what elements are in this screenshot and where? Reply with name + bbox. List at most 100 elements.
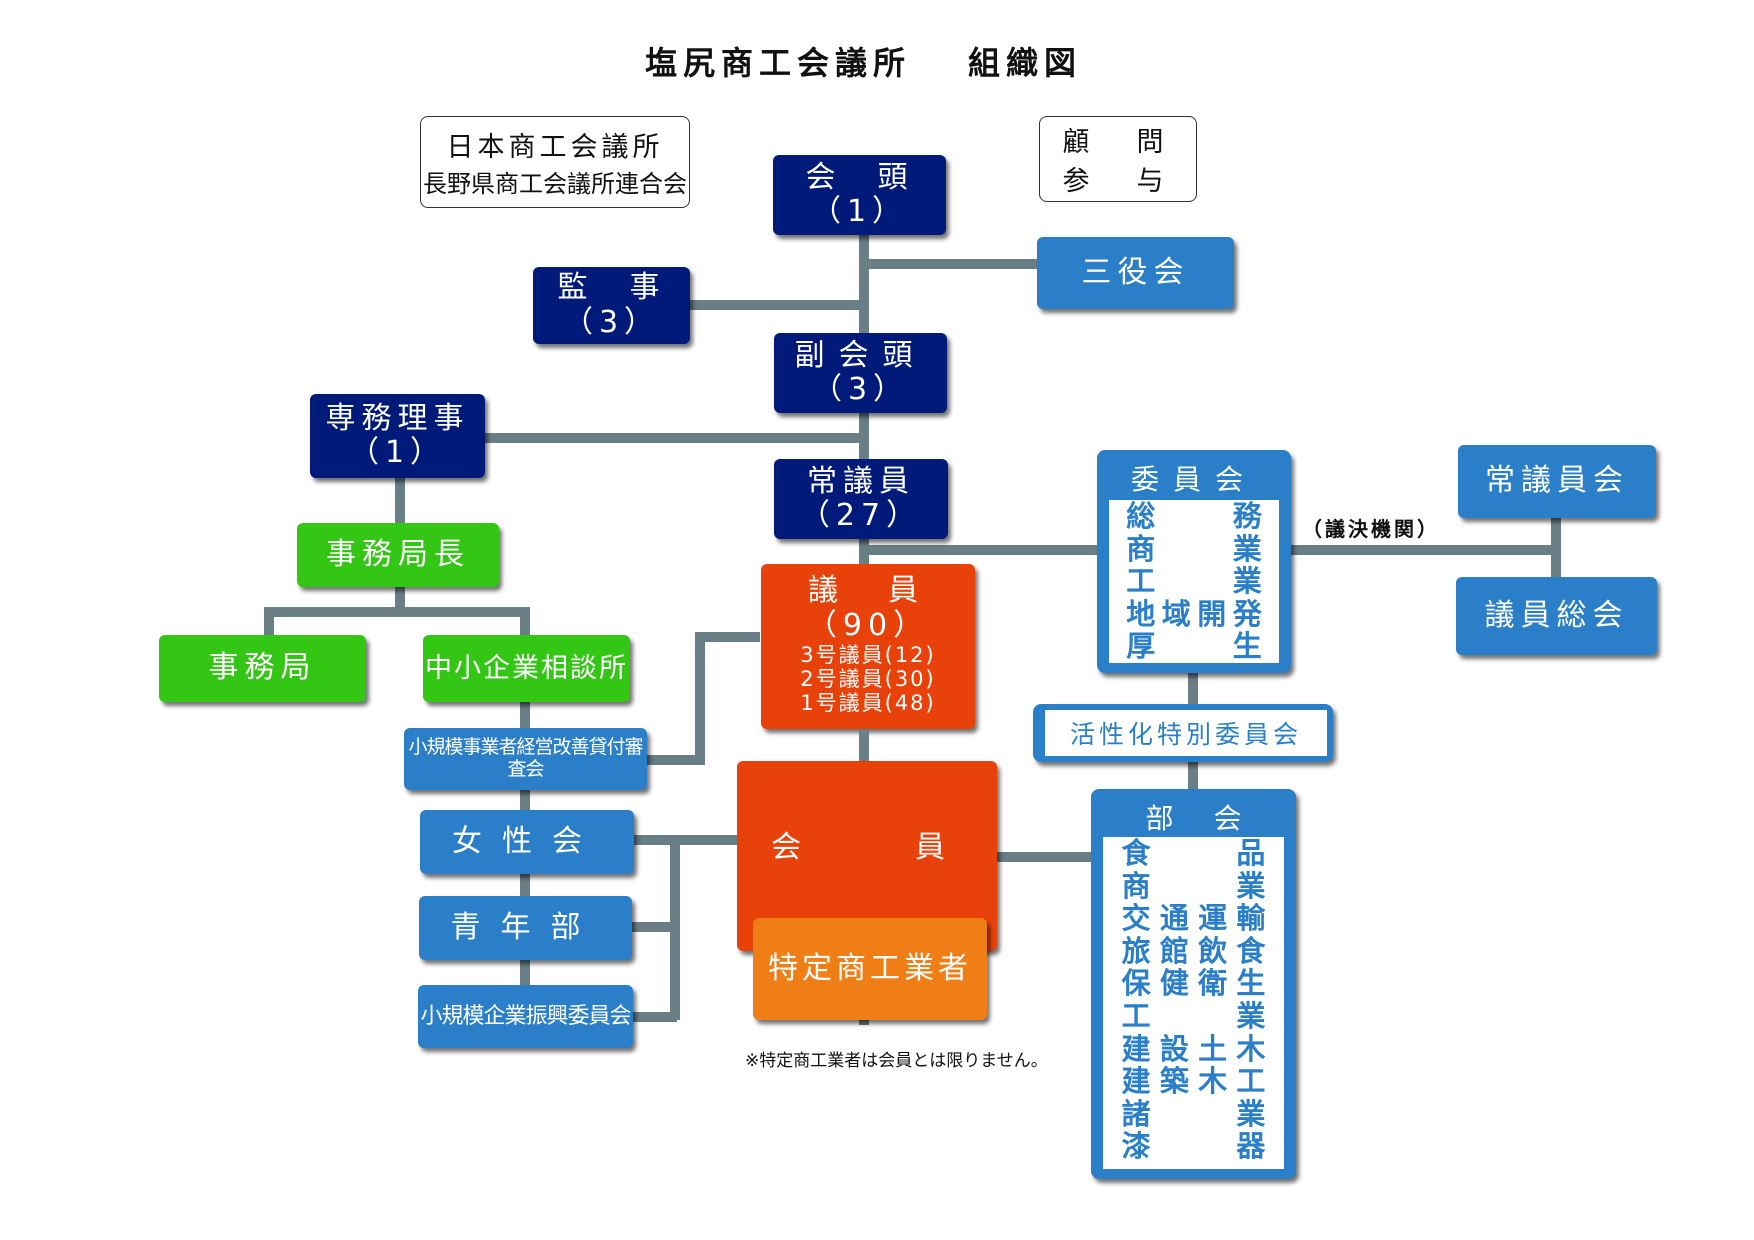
connector-branch-right	[520, 607, 530, 637]
committee-item-4-char-1	[1159, 630, 1195, 663]
section-item-3-char-3: 食	[1236, 933, 1266, 968]
section-item-5-char-0: 工	[1121, 998, 1151, 1033]
committees-list: 総務商業工業地域開発厚生	[1109, 500, 1279, 663]
committee-item-3-char-3: 発	[1232, 596, 1262, 631]
section-item-8-char-3: 業	[1236, 1096, 1266, 1131]
sme-consultation-box[interactable]: 中小企業相談所	[423, 635, 630, 702]
committee-item-3-char-1: 域	[1161, 596, 1191, 631]
committee-item-3-char-2: 開	[1197, 596, 1227, 631]
external-line-2: 長野県商工会議所連合会	[423, 170, 687, 198]
decision-bodies-label: （議決機関）	[1302, 517, 1440, 541]
three-officers-council-box[interactable]: 三役会	[1037, 237, 1234, 309]
sections-header: 部会	[1145, 802, 1282, 835]
section-item-4-char-0: 保	[1121, 966, 1151, 1001]
connector-youth	[632, 922, 677, 932]
section-item-0-char-0: 食	[1121, 836, 1151, 870]
loan-review-committee-box[interactable]: 小規模事業者経営改善貸付審査会	[404, 728, 647, 790]
connector-director-branch	[264, 607, 530, 617]
connector-to-auditors	[688, 300, 864, 310]
connector-loan-top	[695, 632, 760, 642]
connector-to-sanyakukai	[864, 259, 1039, 269]
president-box[interactable]: 会 頭 （1）	[773, 155, 946, 235]
vice-president-box[interactable]: 副会頭 （3）	[774, 333, 947, 413]
section-item-2-char-1: 通	[1159, 901, 1189, 936]
connector-decision-vertical	[1551, 515, 1561, 605]
president-count: （1）	[810, 194, 909, 229]
section-item-4-char-1: 健	[1159, 966, 1189, 1001]
section-item-6-char-1: 設	[1159, 1031, 1189, 1066]
standing-members-label: 常議員	[807, 463, 915, 499]
committee-item-1-char-3: 業	[1232, 531, 1262, 566]
section-item-2-char-0: 交	[1121, 901, 1151, 936]
section-item-0-char-1	[1155, 837, 1193, 870]
section-item-2-char-2: 運	[1198, 901, 1228, 936]
section-item-1-char-2	[1194, 870, 1232, 903]
doc-name: 組織図	[968, 44, 1083, 82]
section-item-0-char-2	[1194, 837, 1232, 870]
external-organizations-box: 日本商工会議所 長野県商工会議所連合会	[420, 116, 690, 208]
standing-members-count: （27）	[799, 498, 923, 533]
section-item-9-char-3: 器	[1236, 1129, 1266, 1164]
members-council-row-1: 1号議員(48)	[800, 691, 936, 716]
members-council-box[interactable]: 議 員 （90） 3号議員(12) 2号議員(30) 1号議員(48)	[761, 564, 975, 729]
standing-council-label: 常議員会	[1485, 463, 1629, 499]
section-item-0-char-3: 品	[1236, 836, 1266, 870]
auditors-box[interactable]: 監 事 （3）	[533, 267, 690, 344]
auditors-count: （3）	[562, 304, 661, 340]
committee-item-0-char-2	[1194, 500, 1230, 533]
section-item-9-char-0: 漆	[1121, 1129, 1151, 1164]
committee-item-0-char-3: 務	[1232, 499, 1262, 533]
connector-loan-vertical	[695, 632, 705, 765]
special-committee-label: 活性化特別委員会	[1069, 720, 1302, 749]
specified-businesses-label: 特定商工業者	[768, 950, 972, 986]
specified-businesses-box[interactable]: 特定商工業者	[753, 918, 987, 1020]
sections-list: 食品商業交通運輸旅館飲食保健衛生工業建設土木建築木工諸業漆器	[1103, 837, 1284, 1169]
sme-consultation-label: 中小企業相談所	[425, 652, 628, 684]
secretariat-office-box[interactable]: 事務局	[159, 635, 366, 702]
managing-director-box[interactable]: 専務理事 （1）	[310, 394, 485, 478]
small-business-promotion-box[interactable]: 小規模企業振興委員会	[418, 985, 633, 1048]
standing-members-box[interactable]: 常議員 （27）	[774, 459, 948, 539]
connector-special-to-sections	[1188, 760, 1198, 790]
committees-grid: 総務商業工業地域開発厚生	[1109, 500, 1279, 663]
auditors-label: 監 事	[557, 270, 666, 305]
section-item-6-char-0: 建	[1121, 1031, 1151, 1066]
section-item-1-char-1	[1155, 870, 1193, 903]
connector-to-managing-director	[484, 433, 864, 443]
sections-grid: 食品商業交通運輸旅館飲食保健衛生工業建設土木建築木工諸業漆器	[1103, 837, 1284, 1163]
committee-item-1-char-0: 商	[1126, 531, 1156, 566]
advisors-box: 顧 問 参 与	[1039, 116, 1197, 202]
section-item-9-char-1	[1155, 1130, 1193, 1163]
general-assembly-box[interactable]: 議員総会	[1456, 577, 1657, 655]
connector-branch-left	[264, 607, 274, 637]
committee-item-3-char-0: 地	[1126, 596, 1156, 631]
section-item-5-char-3: 業	[1236, 998, 1266, 1033]
committee-item-2-char-2	[1194, 565, 1230, 598]
section-item-5-char-2	[1194, 1000, 1232, 1033]
youth-division-box[interactable]: 青年部	[419, 896, 632, 960]
committee-item-4-char-2	[1194, 630, 1230, 663]
sections-box[interactable]: 部会 食品商業交通運輸旅館飲食保健衛生工業建設土木建築木工諸業漆器	[1091, 789, 1296, 1179]
womens-association-box[interactable]: 女性会	[420, 810, 634, 874]
connector-members-to-sections	[995, 852, 1095, 862]
section-item-3-char-2: 飲	[1198, 933, 1228, 968]
section-item-2-char-3: 輸	[1236, 901, 1266, 936]
committee-item-1-char-1	[1159, 533, 1195, 566]
committees-box[interactable]: 委員会 総務商業工業地域開発厚生	[1097, 450, 1291, 673]
specified-businesses-footnote: ※特定商工業者は会員とは限りません。	[745, 1051, 1048, 1071]
connector-council-to-members	[859, 729, 869, 763]
connector-md-to-director	[395, 478, 405, 523]
section-item-3-char-0: 旅	[1121, 933, 1151, 968]
vice-president-count: （3）	[811, 372, 910, 407]
standing-council-box[interactable]: 常議員会	[1458, 445, 1656, 518]
small-business-promotion-label: 小規模企業振興委員会	[420, 1003, 631, 1029]
section-item-7-char-0: 建	[1121, 1064, 1151, 1099]
section-item-8-char-2	[1194, 1098, 1232, 1131]
connector-to-committees	[864, 545, 1100, 555]
advisors-line-1: 顧 問	[1062, 127, 1174, 158]
secretariat-director-box[interactable]: 事務局長	[297, 523, 499, 587]
members-council-label: 議 員	[808, 573, 928, 608]
section-item-5-char-1	[1155, 1000, 1193, 1033]
special-committee-box[interactable]: 活性化特別委員会	[1033, 704, 1333, 762]
managing-director-count: （1）	[348, 435, 447, 470]
